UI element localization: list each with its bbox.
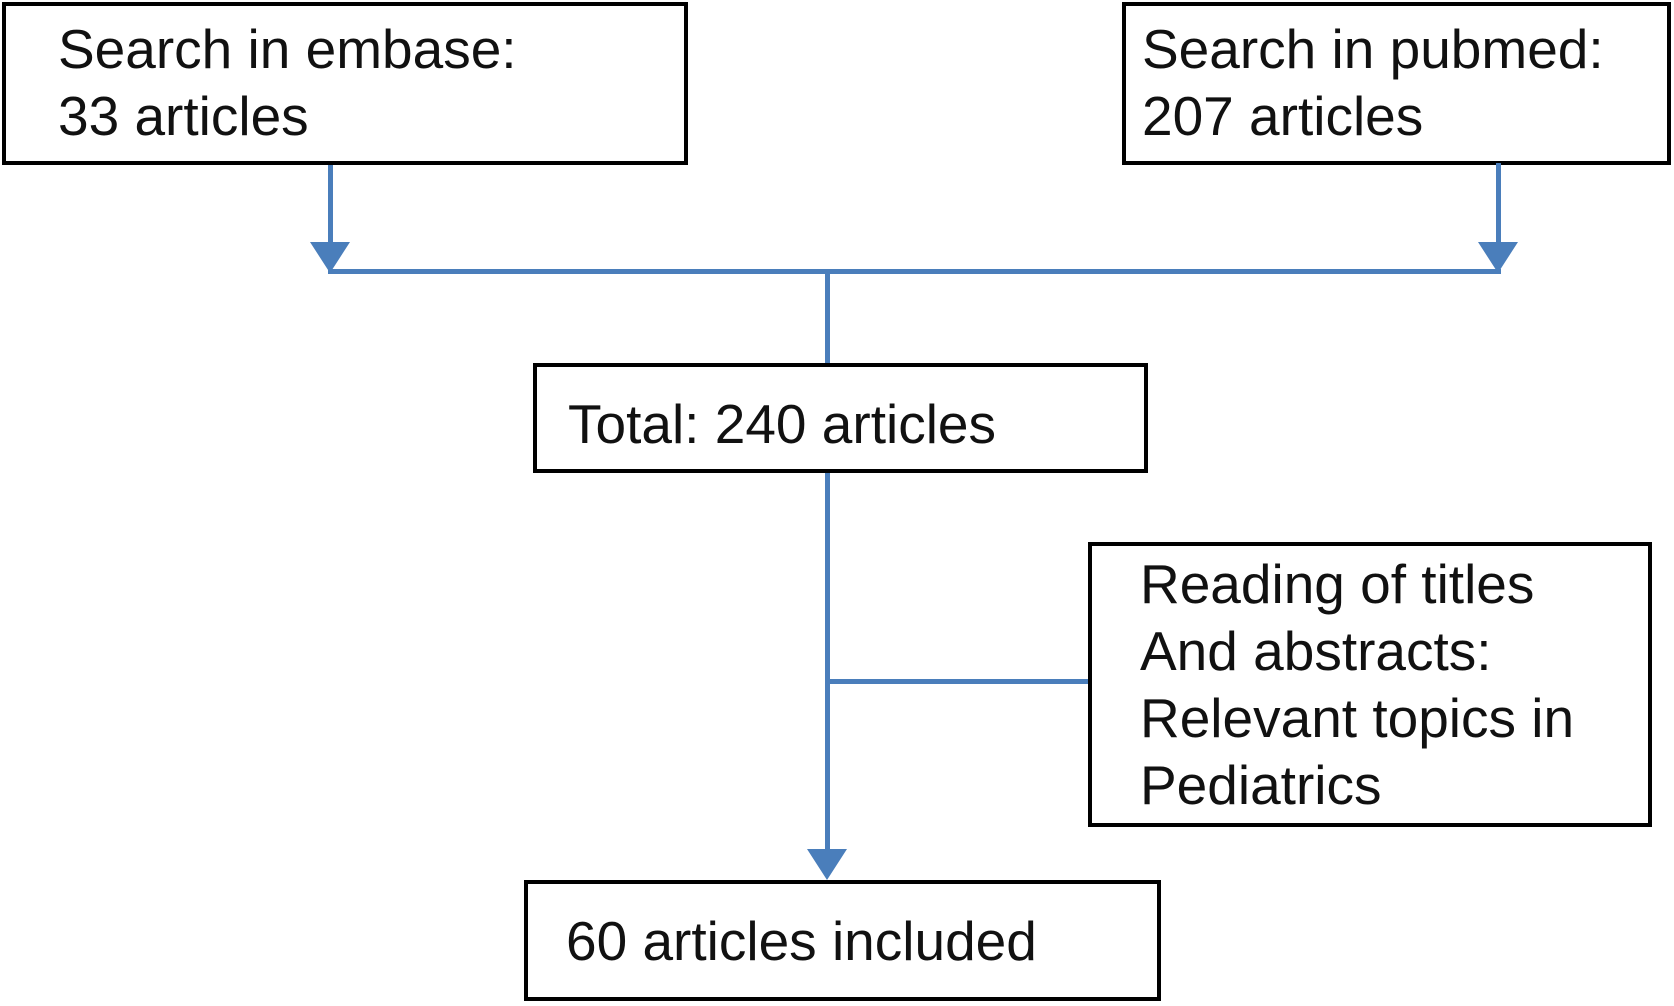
pubmed-down-connector [1496,163,1501,248]
embase-arrowhead-down-icon [310,242,350,273]
pubmed-search-line: Search in pubmed: [1142,18,1604,80]
pubmed-count-line: 207 articles [1142,85,1424,147]
total-articles-line: Total: 240 articles [568,393,996,455]
total-articles-box: Total: 240 articles [533,363,1148,473]
screening-line-2: And abstracts: [1140,620,1492,682]
embase-count-line: 33 articles [58,85,309,147]
merge-drop-connector [825,273,830,363]
included-arrowhead-down-icon [807,849,847,880]
screening-criteria-box: Reading of titles And abstracts: Relevan… [1088,542,1652,827]
screening-line-1: Reading of titles [1140,553,1535,615]
screening-branch-connector [825,679,1088,684]
included-articles-line: 60 articles included [566,910,1037,972]
pubmed-search-box: Search in pubmed: 207 articles [1122,2,1671,165]
merge-horizontal-connector [328,269,1501,274]
screening-line-3: Relevant topics in [1140,687,1575,749]
pubmed-arrowhead-down-icon [1478,242,1518,273]
screening-line-4: Pediatrics [1140,754,1382,816]
embase-search-line: Search in embase: [58,18,517,80]
embase-down-connector [328,165,333,248]
total-down-connector [825,473,830,850]
embase-search-box: Search in embase: 33 articles [2,2,688,165]
included-articles-box: 60 articles included [524,880,1161,1001]
